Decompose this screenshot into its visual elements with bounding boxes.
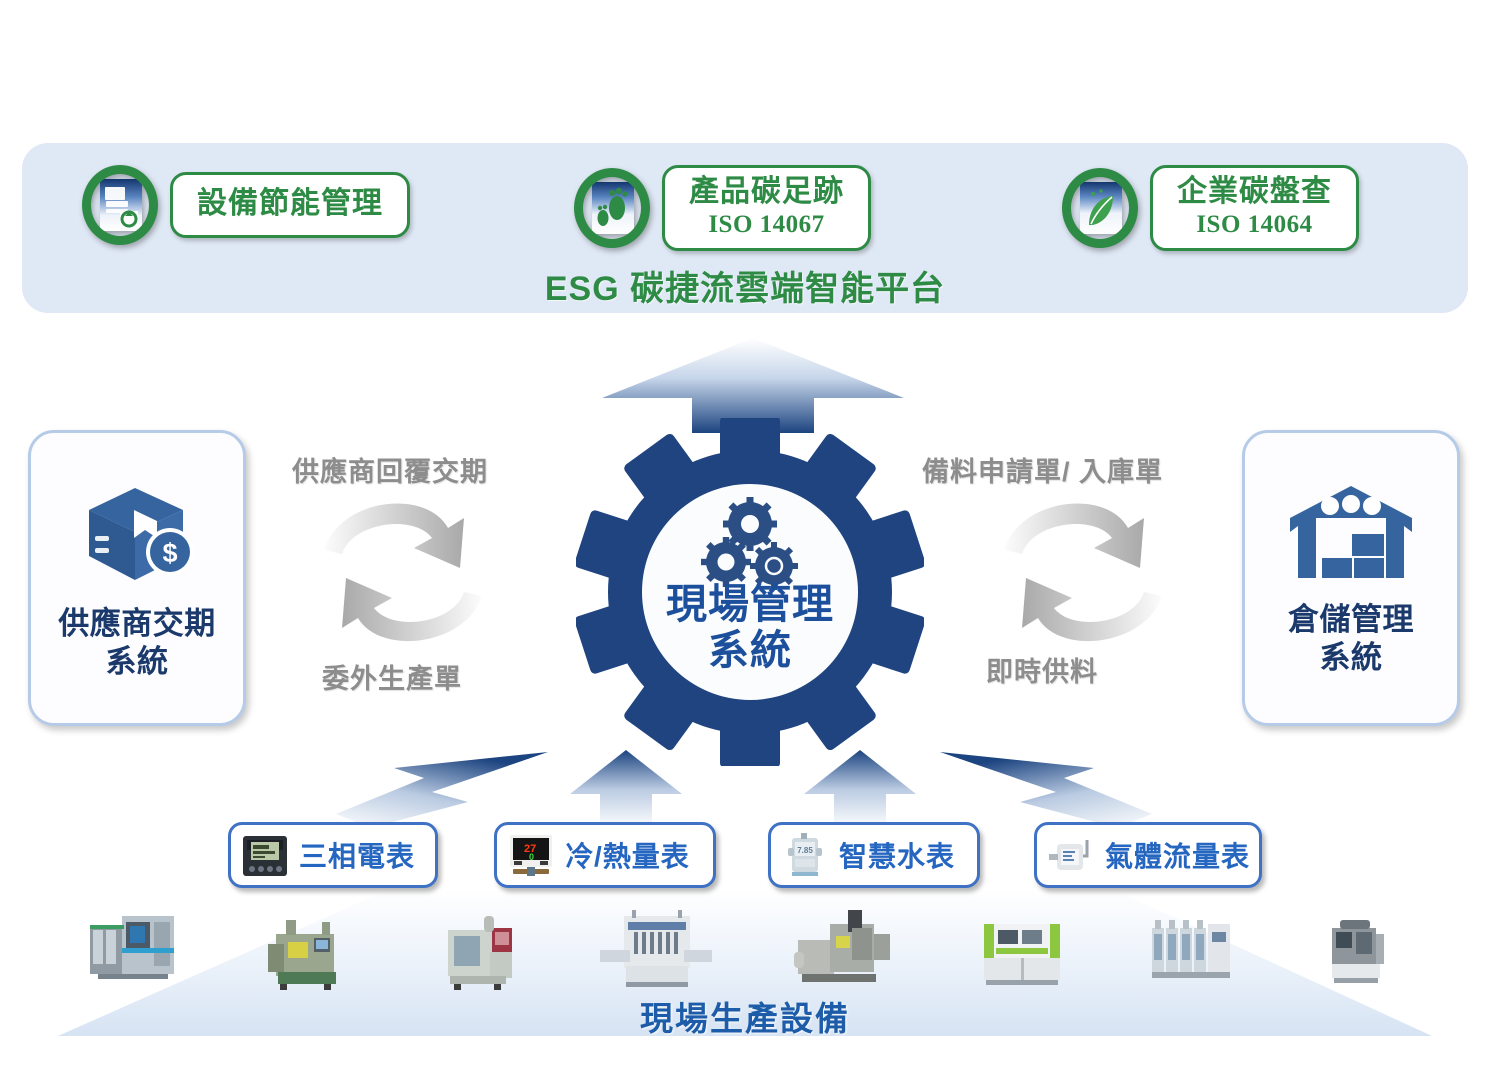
card-label-line2: 系統 — [105, 643, 169, 679]
badge-standard: ISO 14064 — [1196, 210, 1313, 238]
flow-label-material-request: 備料申請單/ 入庫單 — [922, 457, 1164, 487]
production-machine — [440, 914, 518, 995]
meter-label: 冷/熱量表 — [565, 841, 690, 872]
warehouse-management-system-card[interactable]: 倉儲管理 系統 — [1242, 430, 1460, 726]
smart-water-meter-icon: 7.85 — [781, 832, 829, 878]
meter-feed-arrow-icon — [566, 748, 686, 828]
svg-text:7.85: 7.85 — [797, 846, 813, 855]
three-gears-icon — [701, 497, 798, 590]
esg-badge-carbon-footprint[interactable]: 產品碳足跡 ISO 14067 — [574, 165, 871, 252]
esg-badge-row: 設備節能管理 — [22, 165, 1468, 252]
energy-saving-monitor-icon — [82, 165, 158, 245]
meter-card-three-phase-power[interactable]: 三相電表 — [228, 822, 438, 888]
esg-badge-label-box: 設備節能管理 — [170, 171, 410, 239]
right-exchange-arrows-icon — [998, 492, 1168, 652]
production-machine — [266, 916, 348, 995]
svg-text:0: 0 — [529, 852, 534, 862]
esg-badge-label-box: 企業碳盤查 ISO 14064 — [1150, 165, 1359, 252]
flow-label-outsourced-order: 委外生產單 — [322, 664, 462, 694]
carbon-leaf-icon — [1062, 168, 1138, 249]
production-machine — [1148, 918, 1234, 989]
badge-title: 企業碳盤查 — [1177, 175, 1332, 208]
warehouse-icon — [1286, 480, 1416, 589]
meter-card-heat-cooling[interactable]: 27 0 冷/熱量表 — [494, 822, 716, 888]
badge-title: 設備節能管理 — [197, 186, 383, 220]
package-dollar-icon: $ — [73, 476, 201, 593]
meter-card-smart-water[interactable]: 7.85 智慧水表 — [768, 822, 980, 888]
card-label-line1: 供應商交期 — [58, 605, 216, 641]
three-phase-power-meter-icon — [241, 832, 289, 878]
carbon-footprint-icon — [574, 168, 650, 249]
badge-standard: ISO 14067 — [708, 210, 825, 238]
production-machine — [86, 912, 178, 989]
esg-badge-energy-saving[interactable]: 設備節能管理 — [82, 165, 410, 245]
meter-feed-arrow-icon — [800, 748, 920, 828]
svg-text:27: 27 — [524, 843, 536, 855]
esg-platform-banner: 設備節能管理 — [22, 143, 1468, 313]
esg-platform-title: ESG 碳捷流雲端智能平台 — [544, 270, 946, 308]
gear-to-platform-arrow-icon — [600, 336, 906, 436]
meter-feed-arrow-icon — [938, 748, 1152, 828]
factory-floor-platform — [0, 880, 1490, 1040]
floor-label: 現場生產設備 — [640, 1000, 850, 1037]
card-label-line2: 系統 — [1319, 639, 1383, 675]
esg-badge-carbon-inventory[interactable]: 企業碳盤查 ISO 14064 — [1062, 165, 1359, 252]
gas-flow-meter-icon — [1047, 832, 1095, 878]
production-machine — [792, 906, 896, 993]
left-exchange-arrows-icon — [318, 492, 488, 652]
badge-title: 產品碳足跡 — [689, 175, 844, 208]
card-label-line1: 倉儲管理 — [1288, 601, 1414, 637]
meter-feed-arrow-icon — [336, 748, 550, 828]
production-machine — [976, 916, 1068, 991]
production-machine — [1322, 918, 1392, 991]
flow-label-realtime-supply: 即時供料 — [986, 657, 1098, 687]
gear-shape-icon — [574, 416, 926, 768]
production-machine — [596, 906, 716, 995]
supplier-delivery-system-card[interactable]: $ 供應商交期 系統 — [28, 430, 246, 726]
meter-card-gas-flow[interactable]: 氣體流量表 — [1034, 822, 1262, 888]
svg-text:$: $ — [162, 538, 177, 568]
field-management-system-gear[interactable]: 現場管理 系統 — [574, 416, 926, 768]
meter-label: 三相電表 — [299, 841, 416, 872]
meter-label: 氣體流量表 — [1105, 841, 1251, 872]
esg-badge-label-box: 產品碳足跡 ISO 14067 — [662, 165, 871, 252]
heat-cooling-meter-icon: 27 0 — [507, 832, 555, 878]
flow-label-supplier-reply: 供應商回覆交期 — [292, 457, 488, 487]
meter-label: 智慧水表 — [839, 841, 956, 872]
